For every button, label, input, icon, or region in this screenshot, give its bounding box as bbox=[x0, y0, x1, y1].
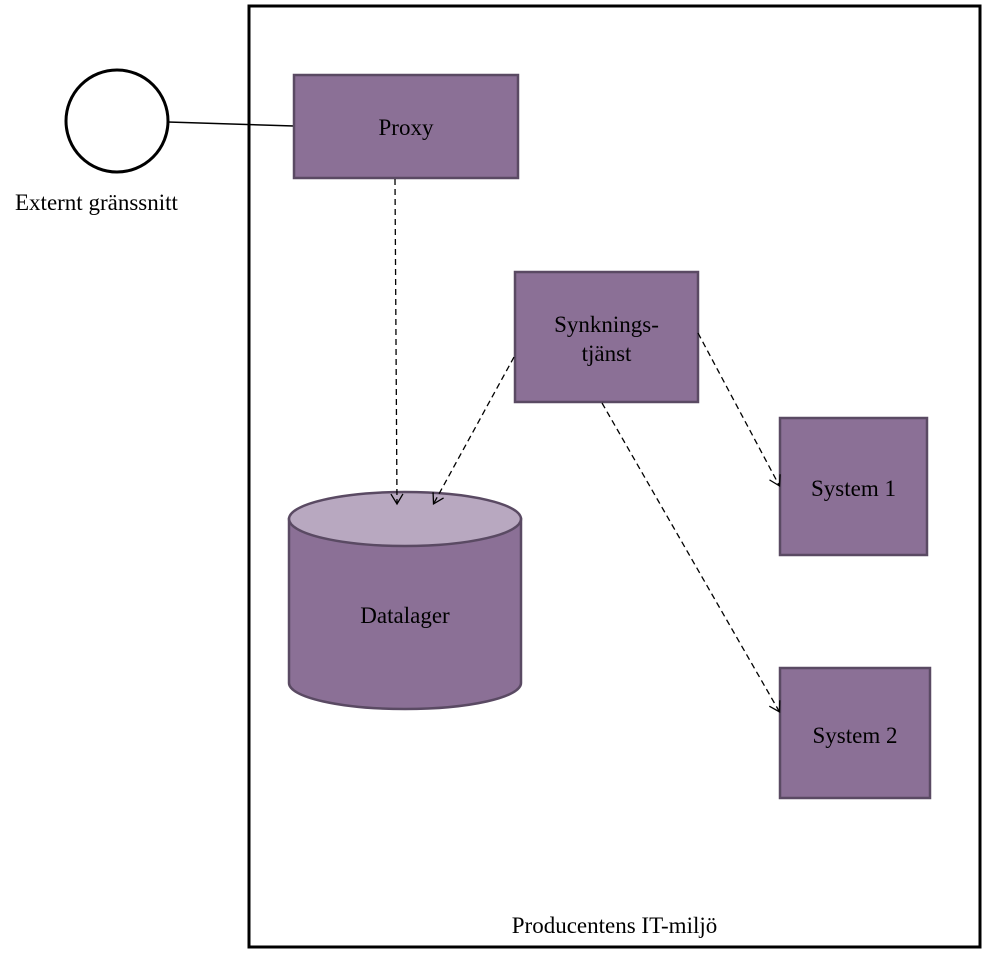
datastore-node bbox=[287, 490, 523, 711]
system2-node bbox=[778, 666, 932, 800]
sync-service-label-line2: tjänst bbox=[581, 341, 632, 366]
proxy-node bbox=[292, 73, 520, 180]
datastore-label: Datalager bbox=[360, 603, 450, 628]
arrow-sync-to-system1 bbox=[697, 332, 781, 487]
arrow-proxy-to-datastore bbox=[390, 178, 404, 506]
external-interface-label: Externt gränssnitt bbox=[15, 190, 178, 215]
external-interface-circle bbox=[64, 68, 170, 174]
sync-service-node bbox=[513, 270, 700, 404]
sync-service-label-line1: Synknings- bbox=[554, 312, 659, 337]
system2-label: System 2 bbox=[812, 723, 898, 748]
arrow-sync-to-datastore bbox=[432, 356, 515, 505]
system1-label: System 1 bbox=[811, 476, 896, 501]
external-interface-line bbox=[167, 121, 295, 127]
environment-label: Producentens IT-miljö bbox=[511, 913, 718, 938]
proxy-label: Proxy bbox=[378, 115, 434, 140]
